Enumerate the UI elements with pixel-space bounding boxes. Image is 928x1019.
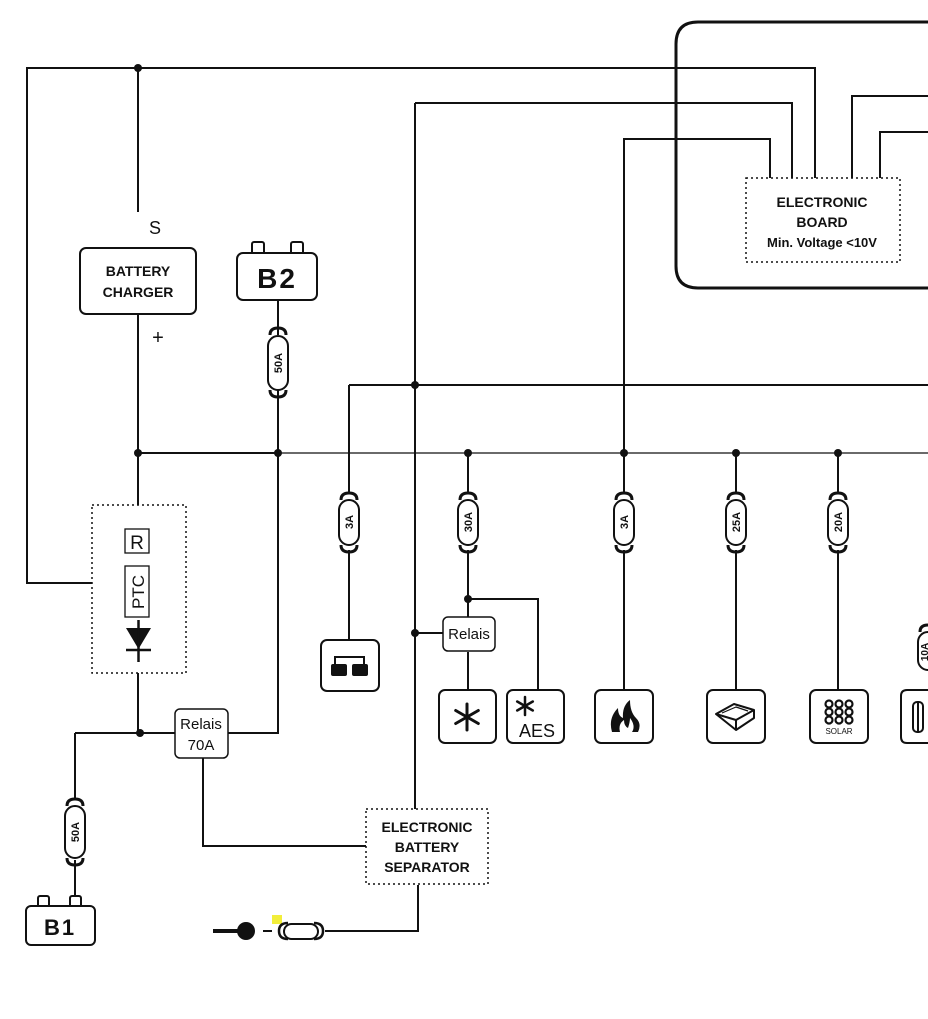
junction-dot (732, 449, 740, 457)
load-fridge (438, 689, 497, 744)
board-label-2: BOARD (796, 214, 847, 230)
control-panel-outline (674, 20, 928, 290)
relais-small-label: Relais (448, 626, 490, 643)
solar-panel-icon (824, 699, 854, 725)
fuse-heater-label: 3A (619, 515, 631, 529)
wire-left-loop (26, 67, 138, 584)
electronic-board: ELECTRONIC BOARD Min. Voltage <10V (745, 177, 901, 263)
junction-dot (136, 729, 144, 737)
ignition-key-icon (237, 922, 255, 940)
wire-top-loop (138, 67, 816, 178)
fuse-b2: 50A (267, 326, 289, 399)
fuse-water-label: 25A (731, 512, 743, 532)
separator-label-3: SEPARATOR (384, 859, 470, 875)
load-water (706, 689, 766, 744)
load-battery-box (320, 639, 380, 692)
fuse-water: 25A (725, 491, 747, 554)
fuse-b1: 50A (64, 797, 86, 867)
fuse-fridge-12v-label: 3A (344, 515, 356, 529)
wire-board-right-2 (879, 131, 928, 178)
board-label-3: Min. Voltage <10V (767, 235, 877, 250)
partial-load-icon (912, 701, 924, 733)
charger-label-2: CHARGER (103, 284, 174, 300)
junction-dot (834, 449, 842, 457)
junction-dot (134, 449, 142, 457)
board-label-1: ELECTRONIC (777, 194, 868, 210)
fuse-heater: 3A (613, 491, 635, 554)
wire-heater-board (623, 138, 771, 453)
wire-b2-bus (228, 390, 279, 734)
fuse-fridge-label: 30A (463, 512, 475, 532)
snowflake-icon (515, 695, 535, 717)
wire-relais-ebs (202, 758, 366, 847)
junction-dot (620, 449, 628, 457)
fuse-partial-label: 10A (920, 643, 928, 661)
fuse-fridge: 30A (457, 491, 479, 554)
relais-small: Relais (442, 616, 496, 652)
battery-b2-label: B2 (257, 263, 297, 294)
battery-charger: BATTERY CHARGER S + (79, 218, 197, 349)
fuse-solar-label: 20A (833, 512, 845, 532)
load-heater (594, 689, 654, 744)
junction-dot (411, 381, 419, 389)
battery-separator: ELECTRONIC BATTERY SEPARATOR (365, 808, 489, 885)
charger-label-1: BATTERY (106, 263, 171, 279)
load-solar: SOLAR (809, 689, 869, 744)
water-tank-icon (715, 703, 755, 731)
junction-dot (411, 629, 419, 637)
junction-dot (464, 449, 472, 457)
protection-block: R PTC (91, 504, 187, 674)
relais-main-label-2: 70A (188, 737, 215, 754)
relais-main-label-1: Relais (180, 716, 222, 733)
fuse-solar: 20A (827, 491, 849, 554)
charger-terminal-plus: + (152, 327, 164, 349)
ignition-fuse (272, 915, 325, 941)
fuse-fridge-12v: 3A (338, 491, 360, 554)
wire-ignition (325, 885, 419, 932)
battery-b1-label: B1 (44, 915, 76, 940)
fuse-partial: 10A (917, 623, 928, 671)
wire-board-right-1 (851, 95, 928, 178)
fuse-b1-label: 50A (70, 822, 82, 842)
battery-icon (331, 656, 368, 676)
relais-main: Relais 70A (174, 708, 229, 759)
snowflake-icon (454, 702, 480, 732)
wire-aes-branch (468, 598, 539, 690)
load-partial (900, 689, 928, 744)
separator-label-2: BATTERY (395, 839, 460, 855)
solar-label: SOLAR (825, 727, 852, 736)
junction-dot (134, 64, 142, 72)
resistor-label: R (130, 533, 144, 554)
aes-label: AES (519, 721, 555, 741)
charger-terminal-s: S (149, 218, 161, 238)
battery-b1: B1 (25, 895, 96, 946)
junction-dot (464, 595, 472, 603)
load-aes: AES (506, 689, 565, 744)
fuse-b2-label: 50A (273, 353, 285, 373)
ptc-label: PTC (129, 575, 148, 609)
junction-dot (274, 449, 282, 457)
separator-label-1: ELECTRONIC (382, 819, 473, 835)
wire-board-top (415, 102, 793, 178)
battery-b2: B2 (236, 241, 318, 301)
